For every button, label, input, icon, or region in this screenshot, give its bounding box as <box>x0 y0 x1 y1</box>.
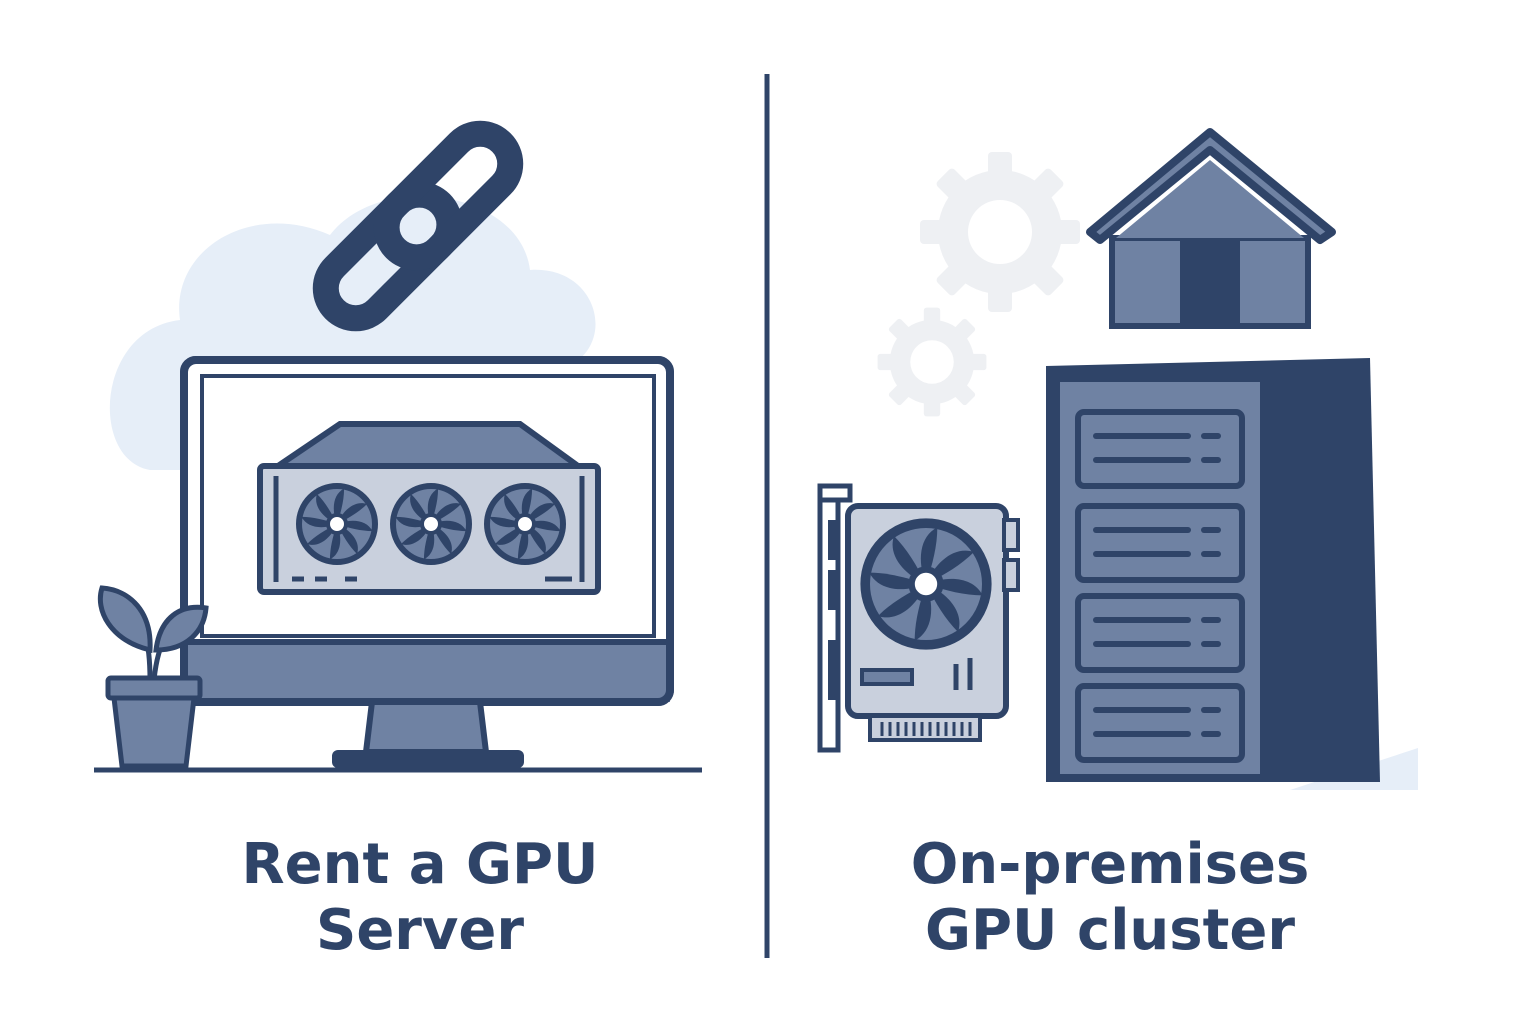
left-caption-line-1: Rent a GPU <box>241 832 599 897</box>
house-icon <box>1086 128 1336 329</box>
plant-icon <box>97 585 209 769</box>
link-icon <box>312 120 524 332</box>
left-caption-line-2: Server <box>315 898 525 963</box>
gpu-card-icon <box>817 483 1020 753</box>
left-caption: Rent a GPU Server <box>140 832 700 964</box>
right-caption-line-1: On-premises <box>910 832 1310 897</box>
server-rack-icon <box>1046 358 1418 790</box>
right-caption: On-premises GPU cluster <box>830 832 1390 964</box>
right-caption-line-2: GPU cluster <box>925 898 1295 963</box>
gpu-server-icon <box>257 421 601 595</box>
